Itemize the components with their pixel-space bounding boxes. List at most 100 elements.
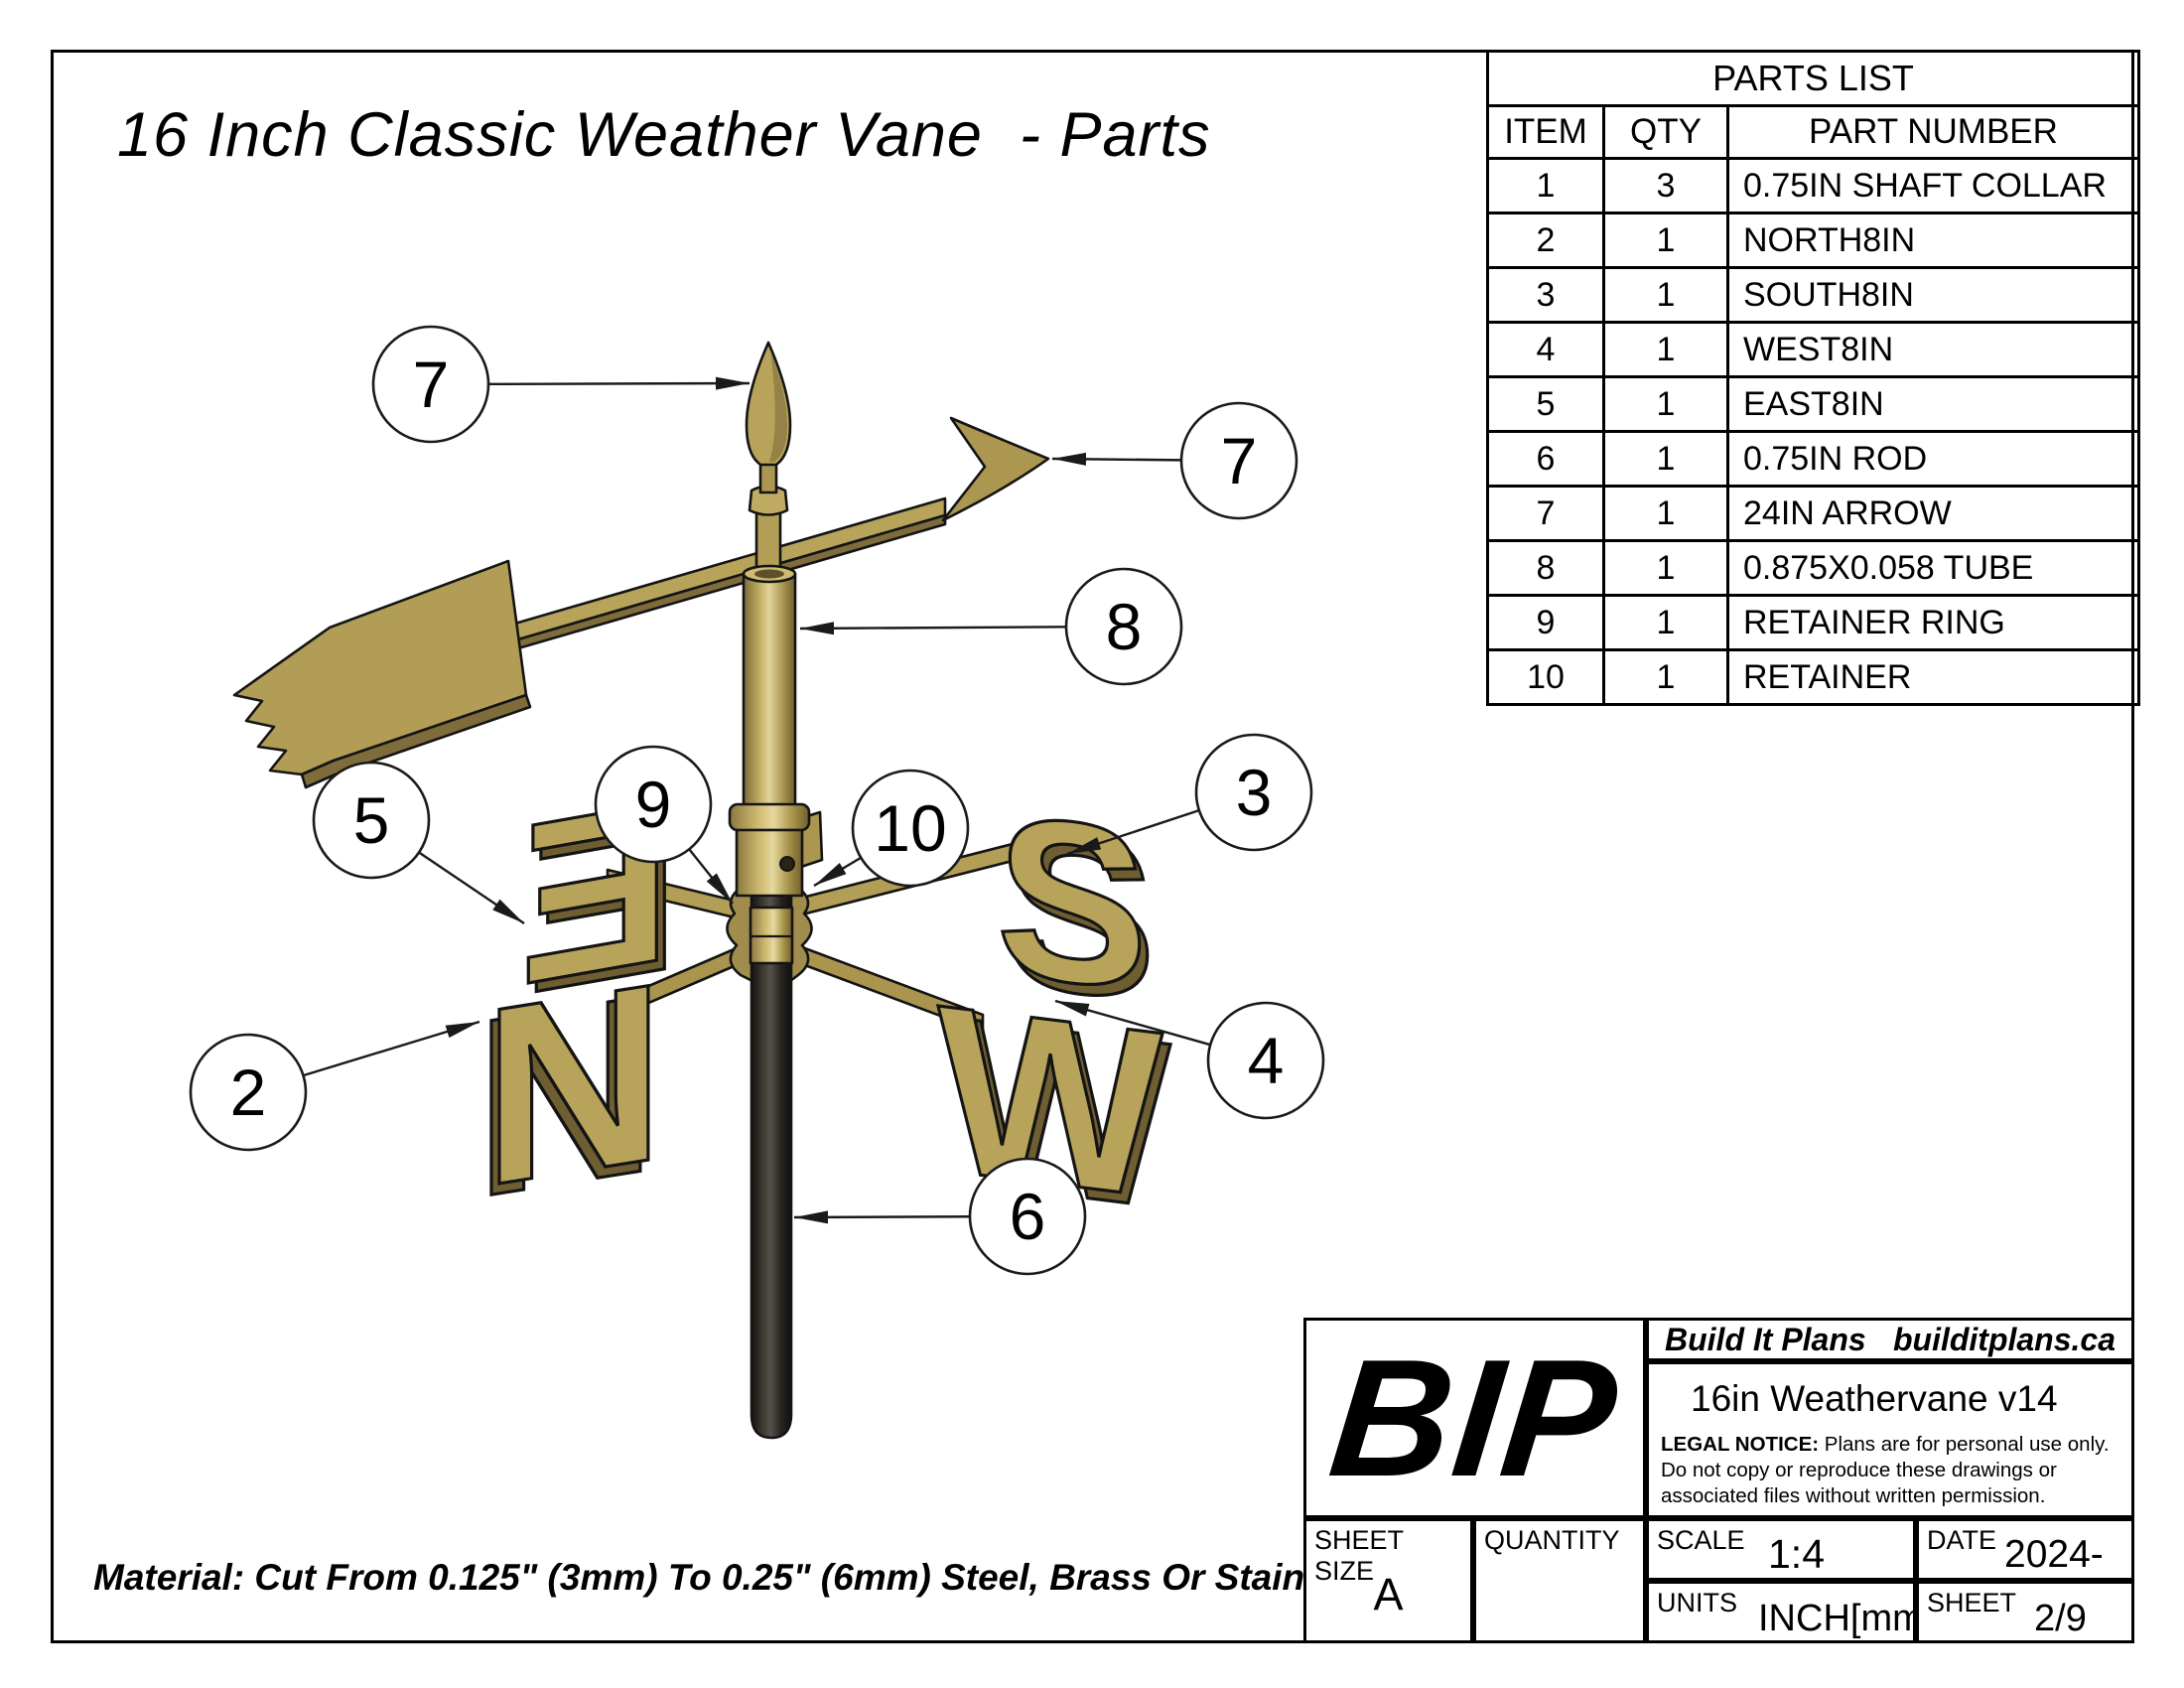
- logo-cell: BIP: [1303, 1318, 1646, 1518]
- callout-number: 6: [1010, 1180, 1046, 1253]
- sheet-value: 2/9: [2034, 1598, 2087, 1639]
- company-name: Build It Plans: [1665, 1321, 1866, 1357]
- part-number-cell: NORTH8IN: [1726, 211, 2140, 269]
- sheet-size-cell: SHEET SIZE A: [1303, 1518, 1473, 1643]
- date-cell: DATE 2024-06-24: [1916, 1518, 2134, 1619]
- callout-2: 2: [189, 1020, 480, 1152]
- item-cell: 7: [1486, 485, 1605, 542]
- set-screw: [779, 856, 795, 872]
- callout-number: 8: [1106, 590, 1143, 663]
- page-title: 16 Inch Classic Weather Vane - Parts: [117, 100, 1211, 170]
- tube: [742, 564, 797, 808]
- qty-cell: 1: [1602, 211, 1729, 269]
- rod: [750, 872, 793, 1440]
- callout-leader-line: [813, 856, 862, 888]
- legal-notice: LEGAL NOTICE: Plans are for personal use…: [1661, 1432, 2121, 1509]
- qty-cell: 1: [1602, 430, 1729, 488]
- callout-leader-line: [688, 848, 734, 905]
- callout-balloon-circle: [312, 761, 431, 880]
- callout-7: 7: [1051, 401, 1298, 520]
- qty-cell: 1: [1602, 648, 1729, 706]
- callout-10: 10: [813, 769, 970, 888]
- part-number-cell: RETAINER RING: [1726, 594, 2140, 651]
- item-cell: 5: [1486, 375, 1605, 433]
- callout-number: 2: [230, 1055, 267, 1129]
- tube-body: [742, 572, 797, 808]
- qty-cell: 1: [1602, 594, 1729, 651]
- units-cell: UNITS INCH[mm]: [1646, 1581, 1934, 1643]
- letter-north-extrude: N: [475, 940, 657, 1251]
- callout-number: 3: [1236, 756, 1273, 829]
- part-number-cell: 0.75IN ROD: [1726, 430, 2140, 488]
- drawing-title-cell: 16in Weathervane v14 LEGAL NOTICE: Plans…: [1646, 1361, 2134, 1518]
- item-cell: 1: [1486, 157, 1605, 214]
- date-label: DATE: [1927, 1525, 1997, 1555]
- item-cell: 9: [1486, 594, 1605, 651]
- sheet-number-cell: SHEET 2/9: [1916, 1581, 2134, 1643]
- callout-6: 6: [793, 1157, 1087, 1276]
- retainer-ring-flange: [728, 802, 811, 832]
- letter-south-face: S: [996, 765, 1148, 1039]
- callout-leader-line: [303, 1020, 480, 1077]
- callout-number: 10: [874, 791, 946, 865]
- callout-balloon-circle: [1206, 1001, 1325, 1120]
- quantity-label: QUANTITY: [1484, 1525, 1620, 1555]
- callout-balloon-circle: [1194, 733, 1313, 852]
- callout-balloon-circle: [1064, 567, 1183, 686]
- callout-balloon-circle: [851, 769, 970, 888]
- callout-number: 9: [635, 768, 672, 841]
- material-note: Material: Cut From 0.125" (3mm) To 0.25"…: [93, 1557, 1377, 1598]
- spear-blade-shade: [769, 350, 787, 462]
- company-row: Build It Plans builditplans.ca: [1646, 1318, 2134, 1361]
- letter-north-face: N: [482, 929, 665, 1240]
- item-cell: 3: [1486, 266, 1605, 324]
- item-cell: 4: [1486, 321, 1605, 378]
- parts-list-title: PARTS LIST: [1486, 50, 2140, 107]
- parts-list-header-row: ITEM QTY PART NUMBER: [1486, 104, 2140, 160]
- legal-notice-text: Plans are for personal use only. Do not …: [1661, 1433, 2110, 1507]
- callout-5: 5: [312, 761, 525, 924]
- callout-balloon-circle: [594, 745, 713, 864]
- callout-number: 4: [1248, 1024, 1285, 1097]
- arrow-assembly: [232, 416, 1050, 789]
- qty-cell: 3: [1602, 157, 1729, 214]
- callout-number: 7: [1221, 424, 1258, 497]
- spear-finial: [745, 341, 792, 580]
- tube-bore: [754, 569, 784, 579]
- callout-3: 3: [1066, 733, 1313, 856]
- callout-balloon-circle: [1179, 401, 1298, 520]
- units-value: INCH[mm]: [1758, 1598, 1935, 1639]
- callout-leader-line: [418, 851, 525, 924]
- callout-leader-line: [793, 1210, 971, 1224]
- part-number-cell: WEST8IN: [1726, 321, 2140, 378]
- part-number-cell: 0.875X0.058 TUBE: [1726, 539, 2140, 597]
- bip-logo: BIP: [1322, 1324, 1627, 1511]
- callout-balloon-circle: [189, 1033, 308, 1152]
- parts-list-title-row: PARTS LIST: [1486, 50, 2140, 107]
- col-header-item: ITEM: [1486, 104, 1605, 160]
- callout-number: 7: [413, 348, 450, 421]
- callout-number: 5: [353, 783, 390, 857]
- arrow-shaft: [455, 496, 947, 659]
- letter-north: N N: [473, 927, 666, 1253]
- arrow-head: [941, 416, 1050, 522]
- units-label: UNITS: [1657, 1588, 1737, 1618]
- sheet-border: [51, 50, 2134, 1643]
- qty-cell: 1: [1602, 539, 1729, 597]
- callout-leader-line: [799, 622, 1067, 635]
- col-header-qty: QTY: [1602, 104, 1729, 160]
- quantity-cell: QUANTITY: [1473, 1518, 1646, 1643]
- company-website: builditplans.ca: [1892, 1321, 2116, 1357]
- callout-leader-line: [1066, 809, 1200, 856]
- item-cell: 8: [1486, 539, 1605, 597]
- qty-cell: 1: [1602, 375, 1729, 433]
